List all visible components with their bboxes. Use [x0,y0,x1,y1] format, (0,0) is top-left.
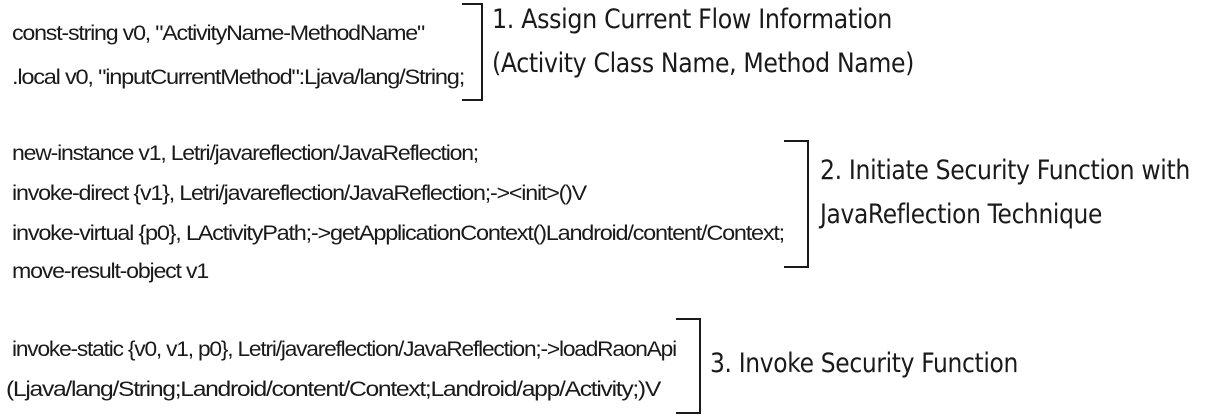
code-line: invoke-direct {v1}, Letri/javareflection… [12,182,587,205]
right-bracket [674,317,704,415]
step-label: JavaReflection Technique [820,199,1102,230]
step-label: 3. Invoke Security Function [710,348,1019,379]
step-label: 2. Initiate Security Function with [820,155,1190,186]
code-line: const-string v0, "ActivityName-MethodNam… [12,22,425,45]
code-line: invoke-static {v0, v1, p0}, Letri/javare… [12,338,677,361]
step-label: (Activity Class Name, Method Name) [492,48,915,79]
code-line: invoke-virtual {p0}, LActivityPath;->get… [12,222,785,245]
right-bracket [782,139,812,269]
right-bracket [460,2,486,102]
code-line: new-instance v1, Letri/javareflection/Ja… [12,142,479,165]
step-label: 1. Assign Current Flow Information [492,4,893,35]
code-line: .local v0, "inputCurrentMethod":Ljava/la… [12,66,465,89]
code-line: (Ljava/lang/String;Landroid/content/Cont… [6,378,661,401]
code-line: move-result-object v1 [12,260,209,283]
